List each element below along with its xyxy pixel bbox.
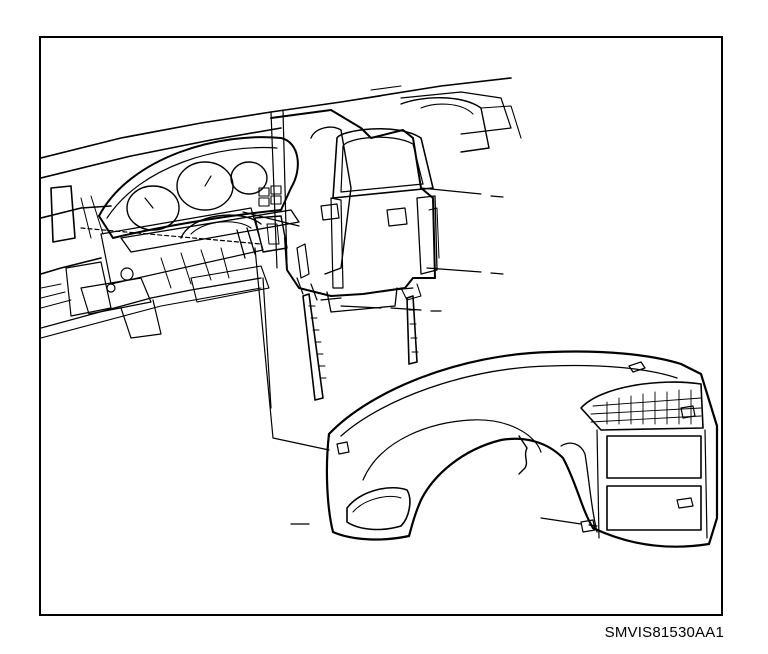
instrument-panel-bezel-illustration (41, 77, 719, 548)
cluster-carrier (270, 97, 490, 313)
radio-opening-lower (606, 485, 702, 531)
speedometer-gauge-icon (126, 185, 180, 231)
fuel-gauge-icon (230, 161, 268, 195)
alignment-leader-lines (80, 187, 598, 527)
instrument-panel-bezel (325, 350, 719, 548)
mounting-brackets (302, 293, 419, 401)
figure-code-label: SMVIS81530AA1 (604, 624, 724, 641)
dashboard-structure (41, 77, 522, 339)
steering-column-area (180, 214, 288, 259)
instrument-cluster (98, 136, 300, 253)
radio-opening-upper (606, 435, 702, 479)
illustration-frame (39, 36, 723, 616)
